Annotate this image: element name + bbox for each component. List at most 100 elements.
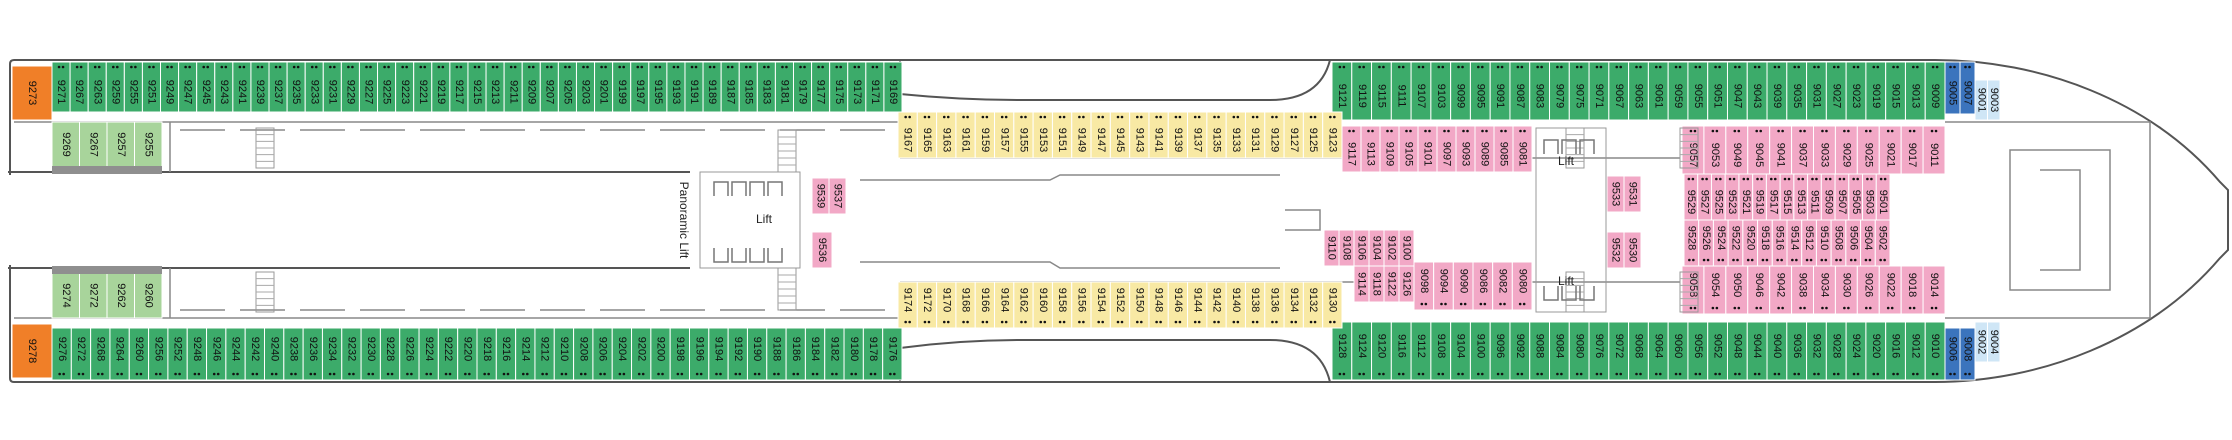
cabin-9529[interactable]: 9529 — [1683, 173, 1699, 221]
cabin-9100[interactable]: 9100 — [1469, 321, 1491, 381]
cabin-9155[interactable]: 9155 — [1013, 111, 1034, 159]
cabin-9111[interactable]: 9111 — [1390, 61, 1412, 121]
cabin-9197[interactable]: 9197 — [630, 61, 650, 113]
cabin-9140[interactable]: 9140 — [1225, 281, 1246, 329]
cabin-9056[interactable]: 9056 — [1687, 321, 1709, 381]
cabin-9086[interactable]: 9086 — [1472, 261, 1494, 311]
cabin-9089[interactable]: 9089 — [1474, 125, 1495, 173]
cabin-9273[interactable]: 9273 — [11, 65, 53, 121]
cabin-9533[interactable]: 9533 — [1606, 175, 1625, 213]
cabin-9033[interactable]: 9033 — [1813, 125, 1836, 175]
cabin-9198[interactable]: 9198 — [669, 327, 691, 381]
cabin-9176[interactable]: 9176 — [882, 327, 903, 381]
cabin-9046[interactable]: 9046 — [1747, 265, 1771, 315]
cabin-9228[interactable]: 9228 — [379, 327, 401, 381]
cabin-9024[interactable]: 9024 — [1845, 321, 1867, 381]
cabin-9183[interactable]: 9183 — [756, 61, 776, 113]
cabin-9102[interactable]: 9102 — [1383, 229, 1400, 267]
cabin-9061[interactable]: 9061 — [1647, 61, 1669, 121]
cabin-9177[interactable]: 9177 — [811, 61, 831, 113]
cabin-9057[interactable]: 9057 — [1681, 125, 1705, 175]
cabin-9200[interactable]: 9200 — [650, 327, 671, 381]
cabin-9151[interactable]: 9151 — [1051, 111, 1073, 159]
cabin-9112[interactable]: 9112 — [1410, 321, 1432, 381]
cabin-9047[interactable]: 9047 — [1726, 61, 1748, 121]
cabin-9019[interactable]: 9019 — [1865, 61, 1887, 121]
cabin-9182[interactable]: 9182 — [824, 327, 845, 381]
cabin-9029[interactable]: 9029 — [1834, 125, 1858, 175]
cabin-9223[interactable]: 9223 — [395, 61, 415, 113]
cabin-9220[interactable]: 9220 — [457, 327, 478, 381]
cabin-9224[interactable]: 9224 — [418, 327, 439, 381]
cabin-9128[interactable]: 9128 — [1331, 321, 1353, 381]
cabin-9148[interactable]: 9148 — [1148, 281, 1169, 329]
cabin-9239[interactable]: 9239 — [250, 61, 270, 113]
cabin-9154[interactable]: 9154 — [1090, 281, 1111, 329]
cabin-9255[interactable]: 9255 — [134, 121, 163, 168]
cabin-9502[interactable]: 9502 — [1874, 219, 1891, 267]
cabin-9048[interactable]: 9048 — [1726, 321, 1748, 381]
cabin-9539[interactable]: 9539 — [811, 177, 830, 215]
cabin-9217[interactable]: 9217 — [449, 61, 469, 113]
cabin-9231[interactable]: 9231 — [322, 61, 342, 113]
cabin-9013[interactable]: 9013 — [1904, 61, 1926, 121]
cabin-9184[interactable]: 9184 — [804, 327, 826, 381]
cabin-9226[interactable]: 9226 — [399, 327, 420, 381]
cabin-9537[interactable]: 9537 — [828, 177, 847, 215]
cabin-9166[interactable]: 9166 — [974, 281, 996, 329]
cabin-9121[interactable]: 9121 — [1331, 61, 1353, 121]
cabin-9532[interactable]: 9532 — [1606, 231, 1625, 269]
cabin-9125[interactable]: 9125 — [1302, 111, 1324, 159]
cabin-9262[interactable]: 9262 — [106, 272, 135, 319]
cabin-9075[interactable]: 9075 — [1568, 61, 1590, 121]
cabin-9240[interactable]: 9240 — [264, 327, 285, 381]
cabin-9120[interactable]: 9120 — [1371, 321, 1392, 381]
cabin-9530[interactable]: 9530 — [1623, 231, 1642, 269]
cabin-9124[interactable]: 9124 — [1351, 321, 1373, 381]
cabin-9189[interactable]: 9189 — [702, 61, 722, 113]
cabin-9031[interactable]: 9031 — [1806, 61, 1827, 121]
cabin-9159[interactable]: 9159 — [974, 111, 996, 159]
cabin-9256[interactable]: 9256 — [148, 327, 169, 381]
cabin-9095[interactable]: 9095 — [1469, 61, 1491, 121]
cabin-9134[interactable]: 9134 — [1283, 281, 1304, 329]
cabin-9245[interactable]: 9245 — [196, 61, 216, 113]
cabin-9179[interactable]: 9179 — [792, 61, 813, 113]
cabin-9116[interactable]: 9116 — [1390, 321, 1412, 381]
cabin-9180[interactable]: 9180 — [843, 327, 864, 381]
cabin-9002[interactable]: 9002 — [1974, 321, 1988, 363]
cabin-9067[interactable]: 9067 — [1608, 61, 1630, 121]
cabin-9215[interactable]: 9215 — [467, 61, 487, 113]
cabin-9098[interactable]: 9098 — [1413, 261, 1435, 311]
cabin-9528[interactable]: 9528 — [1683, 219, 1700, 267]
cabin-9181[interactable]: 9181 — [774, 61, 794, 113]
cabin-9096[interactable]: 9096 — [1489, 321, 1511, 381]
cabin-9150[interactable]: 9150 — [1129, 281, 1150, 329]
cabin-9028[interactable]: 9028 — [1825, 321, 1847, 381]
cabin-9076[interactable]: 9076 — [1588, 321, 1610, 381]
cabin-9001[interactable]: 9001 — [1974, 79, 1988, 121]
cabin-9109[interactable]: 9109 — [1379, 125, 1400, 173]
cabin-9165[interactable]: 9165 — [916, 111, 938, 159]
cabin-9060[interactable]: 9060 — [1667, 321, 1689, 381]
cabin-9068[interactable]: 9068 — [1628, 321, 1649, 381]
cabin-9036[interactable]: 9036 — [1786, 321, 1808, 381]
cabin-9039[interactable]: 9039 — [1766, 61, 1788, 121]
cabin-9519[interactable]: 9519 — [1752, 173, 1767, 221]
cabin-9090[interactable]: 9090 — [1452, 261, 1474, 311]
cabin-9203[interactable]: 9203 — [575, 61, 596, 113]
cabin-9114[interactable]: 9114 — [1353, 265, 1370, 303]
cabin-9230[interactable]: 9230 — [360, 327, 381, 381]
cabin-9139[interactable]: 9139 — [1167, 111, 1189, 159]
cabin-9531[interactable]: 9531 — [1623, 175, 1642, 213]
cabin-9156[interactable]: 9156 — [1071, 281, 1092, 329]
cabin-9205[interactable]: 9205 — [557, 61, 577, 113]
cabin-9081[interactable]: 9081 — [1512, 125, 1533, 173]
cabin-9237[interactable]: 9237 — [268, 61, 288, 113]
cabin-9100[interactable]: 9100 — [1398, 229, 1415, 267]
cabin-9514[interactable]: 9514 — [1786, 219, 1803, 267]
cabin-9526[interactable]: 9526 — [1698, 219, 1714, 267]
cabin-9219[interactable]: 9219 — [431, 61, 451, 113]
cabin-9152[interactable]: 9152 — [1109, 281, 1131, 329]
cabin-9536[interactable]: 9536 — [811, 231, 833, 269]
